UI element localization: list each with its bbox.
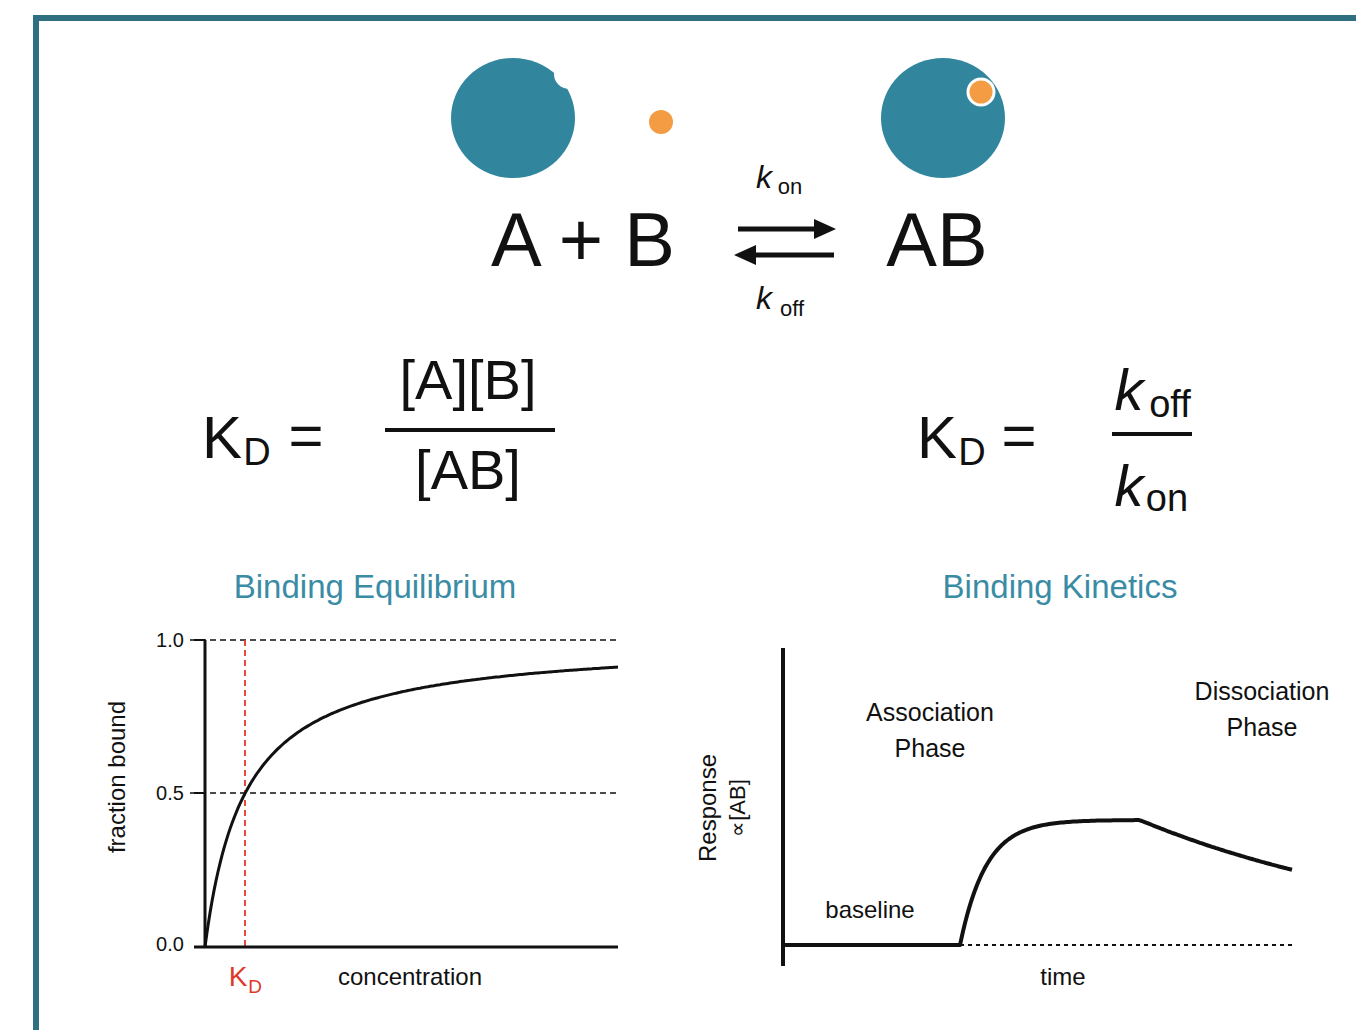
receptor-shape [881,58,1005,178]
tick-label: 0.5 [156,783,184,803]
kd-label: K [229,963,248,991]
forward-arrow [738,227,824,232]
sensorgram-curve [783,820,1292,945]
constant-symbol: K [202,408,242,468]
phase-label: baseline [825,898,914,922]
arrowhead [734,245,756,265]
axis-label: concentration [338,965,482,989]
rate-subscript: on [1146,479,1188,517]
axis-label: time [1040,965,1085,989]
equals-sign: = [1001,406,1036,466]
phase-label: Dissociation Phase [1177,674,1347,745]
panel-title: Binding Equilibrium [234,570,516,603]
denominator: [AB] [415,442,521,498]
ligand-dot [649,110,673,134]
gridline [190,792,620,794]
binding-curve [205,667,618,947]
tick [194,639,205,641]
axis-label: Response [696,754,720,862]
species-label: AB [886,202,987,278]
ligand-dot [968,79,994,105]
tick-label: 1.0 [156,630,184,650]
rate-symbol: k [756,161,772,193]
rate-subscript: on [778,176,802,198]
rate-symbol: k [1115,457,1144,515]
y-axis [781,648,785,966]
gridline [190,639,620,641]
binding-pocket [554,59,584,89]
frame [36,18,1356,1030]
axis-label: fraction bound [105,701,129,853]
rate-symbol: k [756,282,772,314]
fraction-bar [385,428,555,432]
equals-sign: = [288,406,323,466]
rate-subscript: off [1149,385,1191,423]
fraction-bar [1112,432,1192,436]
arrowhead [814,219,836,239]
kd-subscript: D [248,977,262,996]
tick [194,792,205,794]
baseline-dotted [960,944,1292,946]
numerator: [A][B] [400,352,537,408]
constant-subscript: D [958,433,985,471]
rate-symbol: k [1115,361,1144,419]
reverse-arrow [746,253,834,258]
axis-label: ∝[AB] [727,779,749,837]
phase-label: Association Phase [835,695,1025,766]
constant-symbol: K [917,408,957,468]
rate-subscript: off [780,298,804,320]
x-axis [194,946,618,949]
species-label: A + B [491,202,675,278]
panel-title: Binding Kinetics [943,570,1178,603]
constant-subscript: D [243,433,270,471]
tick-label: 0.0 [156,934,184,954]
